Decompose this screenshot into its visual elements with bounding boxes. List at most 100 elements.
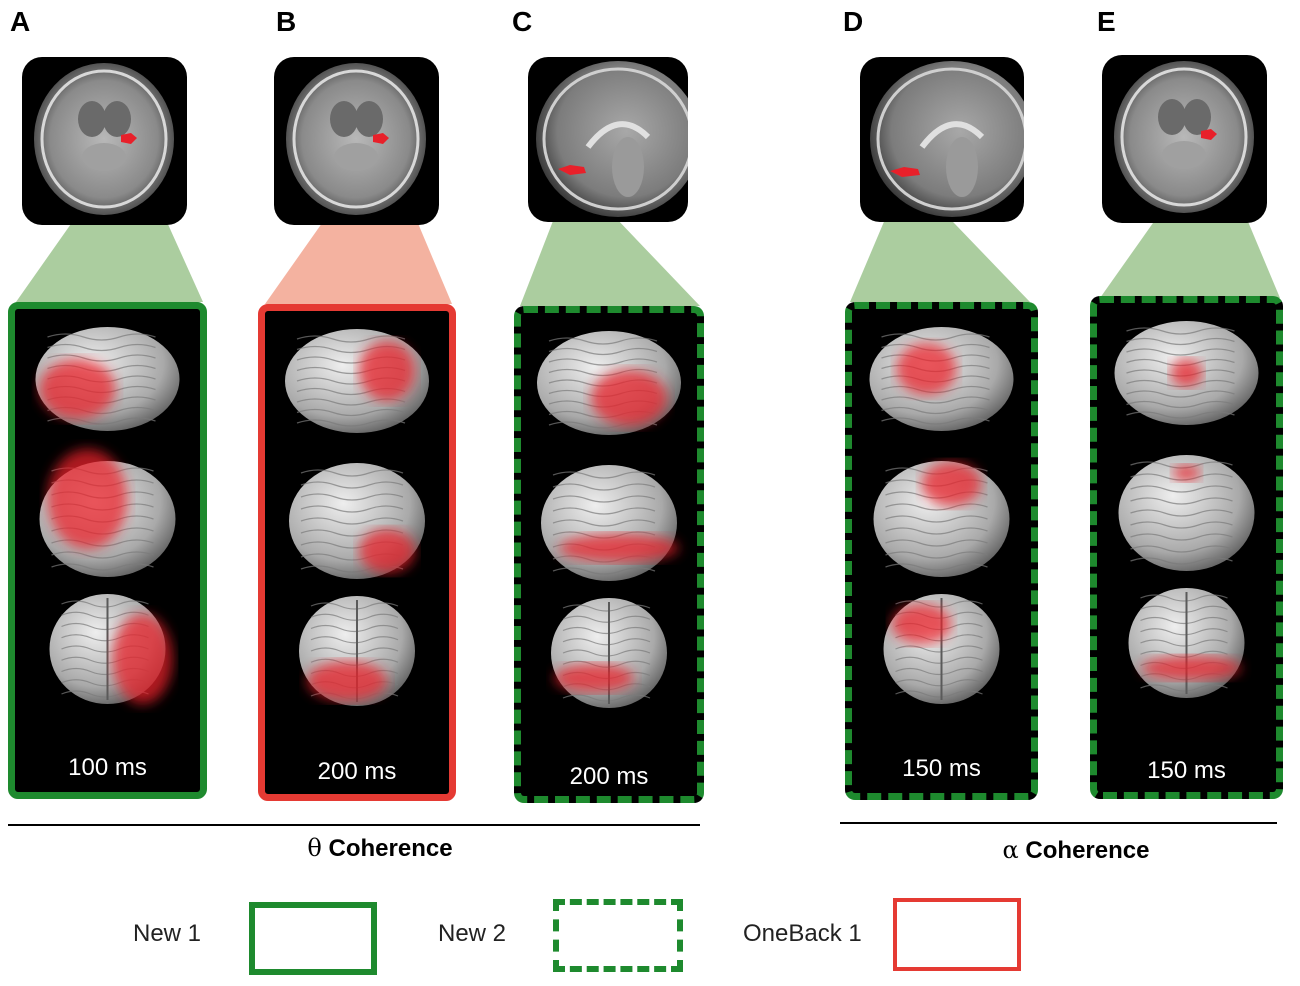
gyrus-line bbox=[47, 354, 156, 362]
gyrus-line bbox=[1126, 337, 1235, 346]
activation-blob bbox=[112, 614, 173, 704]
panel-letter-b: B bbox=[276, 6, 297, 37]
legend-label-oneback1: OneBack 1 bbox=[743, 920, 862, 947]
latency-label-a: 100 ms bbox=[68, 754, 147, 781]
activation-blob bbox=[307, 661, 387, 701]
legend-label-new1: New 1 bbox=[133, 920, 202, 947]
gyrus-line bbox=[1140, 605, 1228, 613]
activation-blob bbox=[554, 664, 634, 692]
gyrus-line bbox=[548, 347, 658, 356]
gyrus-line bbox=[51, 551, 154, 559]
gyrus-line bbox=[310, 636, 399, 644]
gyrus-line bbox=[885, 515, 988, 523]
gyrus-line bbox=[51, 563, 154, 571]
activation-blob bbox=[1170, 359, 1203, 387]
activation-blob bbox=[47, 449, 128, 549]
gyrus-line bbox=[296, 335, 406, 343]
panel-letter-c: C bbox=[512, 6, 533, 37]
gyrus-line bbox=[1130, 485, 1233, 493]
legend-swatch-new1 bbox=[249, 902, 377, 975]
gyrus-line bbox=[562, 604, 651, 612]
brain-view bbox=[1118, 455, 1255, 571]
gyrus-line bbox=[1126, 379, 1235, 388]
axial-slice-icon bbox=[286, 63, 426, 215]
axial-slice-icon bbox=[34, 63, 174, 215]
mri-thumbnail-d bbox=[860, 57, 1024, 222]
brain-panel-b: 200 ms bbox=[258, 304, 456, 801]
activation-blob bbox=[39, 359, 116, 419]
brain-panel-c: 200 ms bbox=[514, 306, 704, 803]
gyrus-line bbox=[895, 667, 983, 676]
brain-panel-a: 100 ms bbox=[8, 302, 207, 799]
latency-label-d: 150 ms bbox=[902, 755, 981, 782]
gyrus-line bbox=[562, 694, 651, 702]
gyrus-line bbox=[562, 638, 651, 646]
legend-swatch-new2 bbox=[553, 899, 683, 972]
gyrus-line bbox=[548, 368, 658, 377]
gyrus-line bbox=[1130, 557, 1233, 565]
gyrus-line bbox=[47, 417, 156, 425]
alpha-coherence-label: α Coherence bbox=[876, 836, 1276, 865]
latency-label-e: 150 ms bbox=[1147, 757, 1226, 784]
gyrus-line bbox=[310, 602, 399, 610]
gyrus-line bbox=[562, 626, 651, 635]
activation-blob bbox=[1172, 465, 1201, 481]
brain-renderings-d bbox=[869, 327, 1014, 704]
gyrus-line bbox=[548, 337, 658, 345]
legend-label-new2: New 2 bbox=[438, 920, 507, 947]
panel-letter-d: D bbox=[843, 6, 864, 37]
gyrus-line bbox=[61, 611, 149, 619]
gyrus-line bbox=[885, 527, 988, 535]
gyrus-line bbox=[300, 517, 404, 525]
gyrus-line bbox=[552, 567, 656, 575]
gyrus-line bbox=[300, 505, 404, 513]
gyrus-line bbox=[548, 358, 658, 366]
gyrus-line bbox=[1126, 348, 1235, 356]
gyrus-line bbox=[1126, 400, 1235, 409]
gyrus-line bbox=[552, 483, 656, 491]
gyrus-line bbox=[310, 624, 399, 633]
brain-panel-e: 150 ms bbox=[1090, 296, 1283, 799]
gyrus-line bbox=[881, 396, 990, 404]
gyrus-line bbox=[1140, 639, 1228, 647]
activation-blob bbox=[359, 341, 415, 401]
gyrus-line bbox=[895, 600, 983, 608]
alpha-coherence-text: Coherence bbox=[1025, 837, 1150, 864]
gyrus-line bbox=[1140, 594, 1228, 602]
activation-blob bbox=[1141, 656, 1242, 680]
activation-blob bbox=[359, 529, 415, 573]
gyrus-line bbox=[885, 551, 988, 559]
gyrus-line bbox=[562, 615, 651, 623]
axial-slice-icon bbox=[1114, 61, 1254, 213]
activation-blob bbox=[891, 604, 952, 644]
gyrus-line bbox=[552, 507, 656, 515]
mri-thumbnail-c bbox=[528, 57, 688, 222]
gyrus-line bbox=[300, 469, 404, 477]
brain-renderings-e bbox=[1114, 321, 1259, 698]
latency-label-c: 200 ms bbox=[569, 763, 649, 790]
gyrus-line bbox=[895, 656, 983, 664]
activation-blob bbox=[896, 343, 957, 395]
panel-letter-e: E bbox=[1097, 6, 1116, 37]
activation-blob bbox=[559, 534, 679, 562]
gyrus-line bbox=[296, 408, 406, 417]
gyrus-line bbox=[881, 333, 990, 341]
sagittal-slice-icon bbox=[536, 61, 688, 217]
theta-coherence-label: θ Coherence bbox=[180, 834, 580, 863]
mri-thumbnail-b bbox=[274, 57, 439, 225]
gyrus-line bbox=[1130, 497, 1233, 505]
gyrus-line bbox=[47, 333, 156, 341]
gyrus-line bbox=[552, 471, 656, 479]
gyrus-line bbox=[310, 613, 399, 621]
gyrus-line bbox=[296, 419, 406, 427]
gyrus-line bbox=[562, 649, 651, 657]
gyrus-line bbox=[1130, 533, 1233, 541]
brain-view bbox=[541, 465, 677, 581]
alpha-symbol: α bbox=[1002, 836, 1019, 864]
mri-thumbnail-e bbox=[1102, 55, 1267, 223]
activation-blob bbox=[921, 462, 982, 506]
gyrus-line bbox=[300, 493, 404, 501]
brain-renderings-c bbox=[537, 331, 681, 708]
gyrus-line bbox=[885, 503, 988, 511]
gyrus-line bbox=[310, 647, 399, 655]
